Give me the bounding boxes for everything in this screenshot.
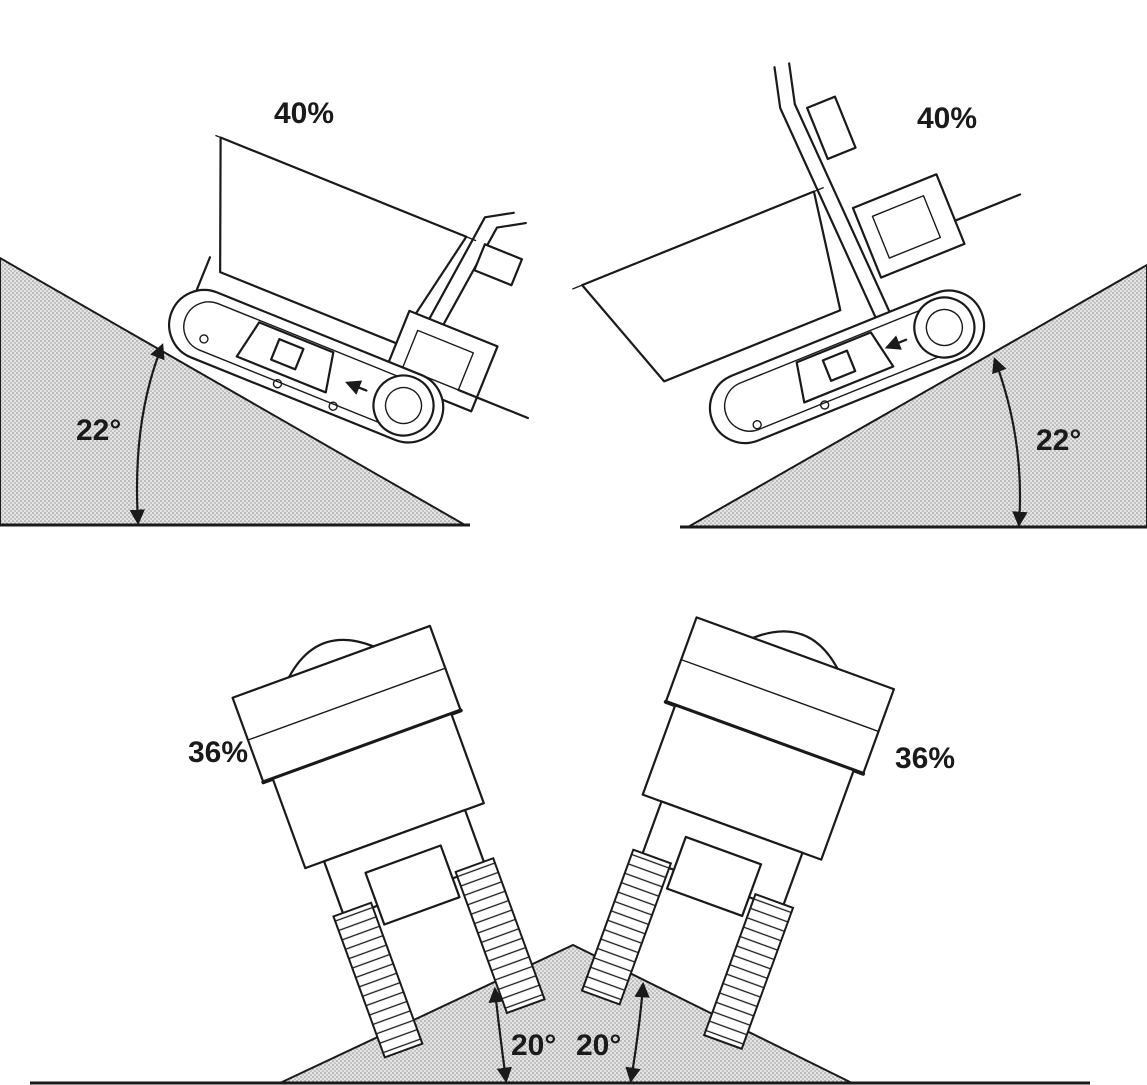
front-view-diagram: 36% 36% 20° 20°: [30, 616, 1090, 1085]
angle-label-bottom-left: 20°: [511, 1029, 556, 1062]
angle-arc-top-right: [992, 357, 1028, 528]
angle-arc-bottom-right: [625, 981, 650, 1084]
grade-label-top-right: 40%: [917, 102, 977, 135]
grade-label-bottom-right: 36%: [895, 742, 955, 775]
engine-housing: [851, 173, 966, 279]
track-frame-plate: [235, 321, 335, 394]
grade-label-top-left: 40%: [274, 97, 334, 130]
angle-label-bottom-right: 20°: [576, 1029, 621, 1062]
left-track: [580, 848, 673, 1006]
tracked-dumper-front-left: [231, 624, 546, 1059]
control-panel: [473, 243, 524, 287]
left-track: [332, 901, 424, 1059]
drive-sprocket: [372, 374, 435, 437]
angle-label-top-left: 22°: [76, 414, 121, 447]
angle-arc-bottom-left: [488, 986, 513, 1084]
right-track: [702, 892, 795, 1051]
track-frame-plate: [795, 331, 895, 404]
operator-handle: [773, 66, 877, 319]
tracked-dumper-front-right: [580, 616, 896, 1051]
angle-label-top-right: 22°: [1036, 424, 1081, 457]
side-view-right-diagram: 40% 22°: [572, 62, 1147, 529]
control-panel: [806, 95, 857, 161]
grade-label-bottom-left: 36%: [188, 736, 248, 769]
right-track: [454, 856, 546, 1015]
tracked-dumper-side-right: [572, 62, 1022, 445]
angle-arc-top-left: [129, 343, 165, 526]
tracked-dumper-side-left: [168, 134, 529, 444]
operator-handle: [401, 211, 515, 369]
drive-sprocket: [913, 296, 976, 359]
side-view-left-diagram: 40% 22°: [0, 97, 529, 527]
